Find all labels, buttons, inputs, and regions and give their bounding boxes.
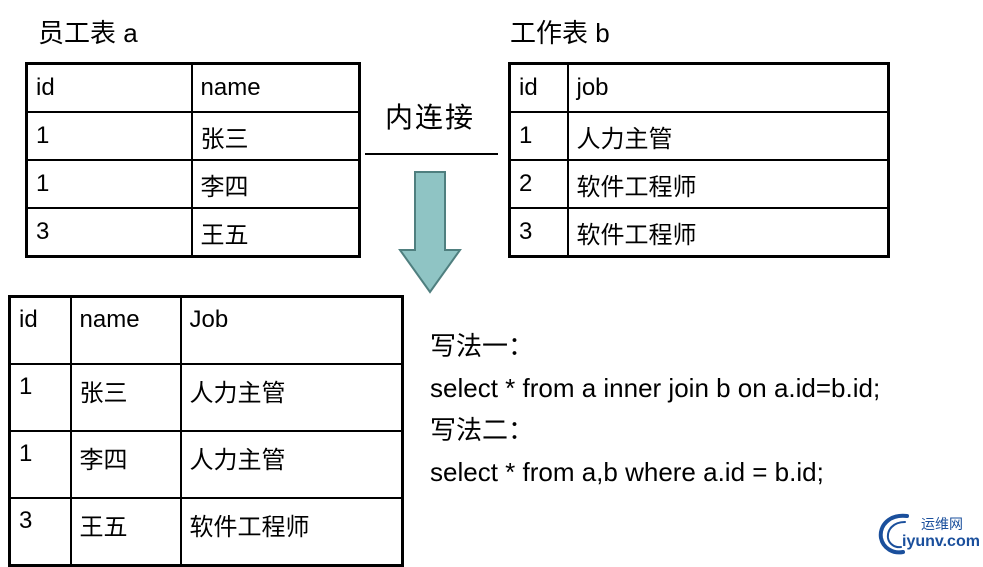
cell-id: 1 xyxy=(25,159,193,209)
cell-job: 人力主管 xyxy=(179,363,404,432)
result-table: id name Job 1 张三 人力主管 1 李四 人力主管 3 王五 软件工… xyxy=(8,295,404,567)
table-row: 1 李四 人力主管 xyxy=(8,430,404,499)
column-header-name: name xyxy=(69,295,182,365)
cell-id: 1 xyxy=(8,363,72,432)
employee-table-title: 员工表 a xyxy=(38,18,138,48)
column-header-id: id xyxy=(25,62,193,113)
cell-name: 王五 xyxy=(69,497,182,567)
table-header-row: id name xyxy=(25,62,361,113)
table-row: 1 人力主管 xyxy=(508,111,890,161)
cell-name: 王五 xyxy=(190,207,361,258)
sql-examples: 写法一： select * from a inner join b on a.i… xyxy=(430,325,880,493)
cell-id: 3 xyxy=(8,497,72,567)
cell-id: 3 xyxy=(25,207,193,258)
cell-job: 人力主管 xyxy=(179,430,404,499)
cell-name: 李四 xyxy=(190,159,361,209)
logo-swoosh xyxy=(878,513,909,555)
table-row: 3 王五 软件工程师 xyxy=(8,497,404,567)
cell-id: 1 xyxy=(25,111,193,161)
inner-join-label: 内连接 xyxy=(385,102,476,133)
cell-name: 张三 xyxy=(190,111,361,161)
down-arrow-icon xyxy=(398,171,462,294)
cell-id: 1 xyxy=(8,430,72,499)
cell-job: 人力主管 xyxy=(566,111,890,161)
cell-id: 1 xyxy=(508,111,569,161)
logo-swoosh-inner xyxy=(886,521,906,549)
table-header-row: id name Job xyxy=(8,295,404,365)
table-row: 1 张三 人力主管 xyxy=(8,363,404,432)
table-header-row: id job xyxy=(508,62,890,113)
watermark-bottom-text: iyunv.com xyxy=(902,533,980,550)
cell-name: 张三 xyxy=(69,363,182,432)
column-header-id: id xyxy=(508,62,569,113)
table-row: 2 软件工程师 xyxy=(508,159,890,209)
cell-name: 李四 xyxy=(69,430,182,499)
employee-table: id name 1 张三 1 李四 3 王五 xyxy=(25,62,361,258)
job-table-title: 工作表 b xyxy=(510,18,610,48)
cell-id: 3 xyxy=(508,207,569,258)
watermark-top-text: 运维网 xyxy=(921,516,963,532)
cell-job: 软件工程师 xyxy=(566,159,890,209)
table-row: 1 张三 xyxy=(25,111,361,161)
method2-query: select * from a,b where a.id = b.id; xyxy=(430,457,824,487)
join-divider-line xyxy=(365,153,498,155)
column-header-job: Job xyxy=(179,295,404,365)
cell-job: 软件工程师 xyxy=(179,497,404,567)
method1-query: select * from a inner join b on a.id=b.i… xyxy=(430,373,881,403)
table-row: 1 李四 xyxy=(25,159,361,209)
column-header-id: id xyxy=(8,295,72,365)
down-arrow-shape xyxy=(398,171,462,294)
table-row: 3 软件工程师 xyxy=(508,207,890,258)
method2-label: 写法二： xyxy=(430,415,535,445)
method1-label: 写法一： xyxy=(430,331,535,361)
table-row: 3 王五 xyxy=(25,207,361,258)
cell-job: 软件工程师 xyxy=(566,207,890,258)
column-header-job: job xyxy=(566,62,890,113)
watermark-logo-icon xyxy=(878,513,909,555)
cell-id: 2 xyxy=(508,159,569,209)
column-header-name: name xyxy=(190,62,361,113)
job-table: id job 1 人力主管 2 软件工程师 3 软件工程师 xyxy=(508,62,890,258)
